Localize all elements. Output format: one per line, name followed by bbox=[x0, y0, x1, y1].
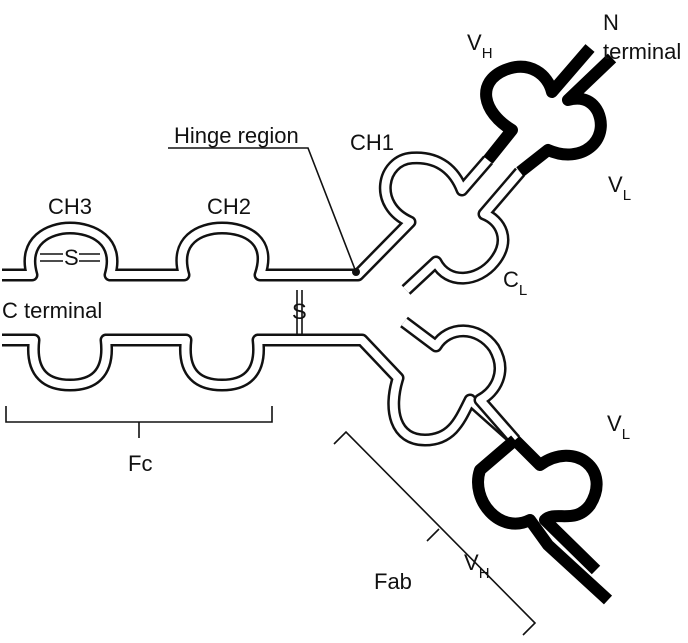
disulfide-bonds: S S bbox=[40, 245, 307, 334]
heavy-chain-lower bbox=[2, 333, 603, 575]
hinge-point-marker bbox=[352, 268, 360, 276]
hinge-disulfide-label: S bbox=[292, 299, 307, 324]
fab-label: Fab bbox=[374, 569, 412, 594]
fab-bracket bbox=[333, 430, 537, 636]
vl-upper-label: VL bbox=[608, 172, 631, 204]
ch3-disulfide-label: S bbox=[64, 245, 79, 270]
hinge-region-pointer bbox=[168, 147, 360, 276]
ch1-label: CH1 bbox=[350, 130, 394, 155]
ch3-label: CH3 bbox=[48, 194, 92, 219]
upper-heavy-variable-domain bbox=[480, 44, 595, 164]
light-chain-lower bbox=[400, 316, 613, 605]
lower-light-variable-domain bbox=[472, 435, 613, 605]
c-terminal-label: C terminal bbox=[2, 298, 102, 323]
lower-heavy-variable-domain bbox=[510, 435, 603, 575]
vh-upper-label: VH bbox=[467, 30, 493, 62]
fc-label: Fc bbox=[128, 451, 152, 476]
n-terminal-label-line2: terminal bbox=[603, 39, 681, 64]
upper-light-variable-domain bbox=[516, 53, 617, 177]
vh-lower-label: VH bbox=[464, 550, 490, 582]
ch2-label: CH2 bbox=[207, 194, 251, 219]
light-chain-upper bbox=[401, 53, 617, 295]
n-terminal-label-line1: N bbox=[603, 10, 619, 35]
fc-bracket bbox=[5, 406, 273, 438]
hinge-region-label: Hinge region bbox=[174, 123, 299, 148]
heavy-chain-upper bbox=[2, 44, 595, 282]
cl-label: CL bbox=[503, 267, 527, 299]
vl-lower-label: VL bbox=[607, 411, 630, 443]
